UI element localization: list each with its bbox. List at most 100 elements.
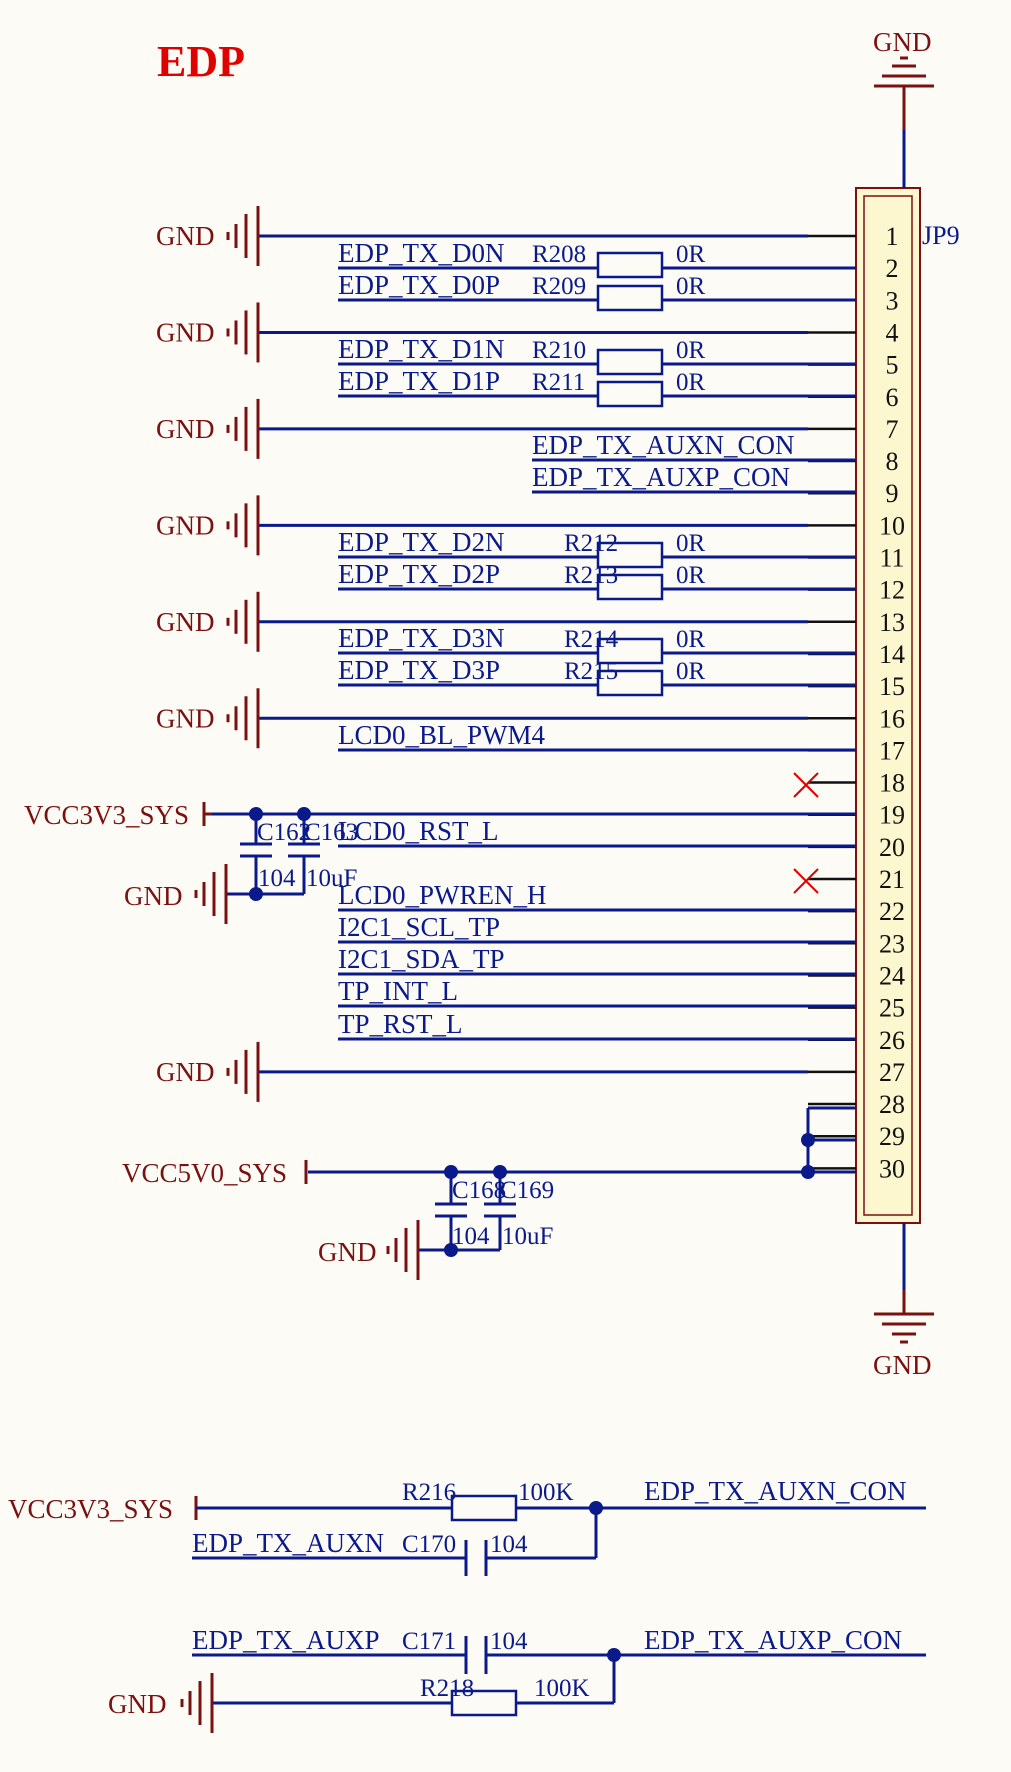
capacitor-ref: C163 <box>304 819 358 846</box>
net-label: EDP_TX_D2P <box>338 559 500 589</box>
net-label: EDP_TX_AUXP_CON <box>644 1625 902 1655</box>
junction <box>249 887 263 901</box>
gnd-symbol: GND <box>156 688 808 749</box>
connector-pin-number: 8 <box>886 447 899 476</box>
resistor-r218[interactable] <box>450 1689 518 1717</box>
junction <box>297 807 311 821</box>
gnd-label: GND <box>318 1237 377 1267</box>
capacitor-ref: C169 <box>500 1177 554 1204</box>
resistor-ref: R209 <box>532 273 586 300</box>
net-label: TP_RST_L <box>338 1009 463 1039</box>
net-label: EDP_TX_D1N <box>338 334 505 364</box>
no-connect-pin18 <box>793 772 819 798</box>
connector-pin-number: 30 <box>879 1154 905 1183</box>
resistor-r215[interactable] <box>596 669 664 697</box>
gnd-symbol <box>386 1220 420 1280</box>
junction <box>444 1243 458 1257</box>
net-label: EDP_TX_AUXP <box>192 1625 380 1655</box>
connector-pin-number: 19 <box>879 801 905 830</box>
capacitor-value: 10uF <box>306 865 357 892</box>
capacitor-c171[interactable] <box>460 1636 492 1674</box>
vcc3v3-label: VCC3V3_SYS <box>24 800 189 830</box>
resistor-r210[interactable] <box>596 348 664 376</box>
resistor-ref: R212 <box>564 530 618 557</box>
gnd-label: GND <box>156 510 215 540</box>
capacitor-value: 104 <box>490 1628 528 1655</box>
net-label: EDP_TX_D2N <box>338 527 505 557</box>
gnd-label: GND <box>124 881 183 911</box>
resistor-r208[interactable] <box>596 251 664 279</box>
net-label: TP_INT_L <box>338 976 458 1006</box>
resistor-r211[interactable] <box>596 380 664 408</box>
schematic-title: EDP <box>157 37 245 86</box>
gnd-label: GND <box>156 1057 215 1087</box>
connector-jp9[interactable]: 1234567891011121314151617181920212223242… <box>808 187 960 1224</box>
gnd-label: GND <box>156 607 215 637</box>
net-label: EDP_TX_D0P <box>338 270 500 300</box>
gnd-symbol: GND <box>156 398 808 459</box>
gnd-symbol: GND <box>156 1041 808 1102</box>
net-label: I2C1_SDA_TP <box>338 944 505 974</box>
connector-pin-number: 29 <box>879 1122 905 1151</box>
connector-pin-number: 6 <box>886 383 899 412</box>
capacitor-value: 104 <box>490 1531 528 1558</box>
connector-pin-number: 18 <box>879 769 905 798</box>
capacitor-c170[interactable] <box>460 1540 492 1576</box>
connector-pin-number: 22 <box>879 897 905 926</box>
resistor-value: 0R <box>676 273 706 300</box>
capacitor-ref: C168 <box>452 1177 506 1204</box>
net-label: I2C1_SCL_TP <box>338 912 500 942</box>
connector-pin-number: 20 <box>879 833 905 862</box>
gnd-label: GND <box>156 221 215 251</box>
capacitor-value: 104 <box>258 865 296 892</box>
net-label: EDP_TX_AUXN_CON <box>532 430 795 460</box>
resistor-r213[interactable] <box>596 573 664 601</box>
net-label: EDP_TX_AUXP_CON <box>532 462 790 492</box>
connector-pin-number: 9 <box>886 479 899 508</box>
connector-pin-number: 5 <box>886 351 899 380</box>
junction-pin29 <box>801 1133 815 1147</box>
connector-pin-number: 21 <box>879 865 905 894</box>
resistor-value: 0R <box>676 626 706 653</box>
net-label: EDP_TX_D1P <box>338 366 500 396</box>
resistor-ref: R216 <box>402 1479 456 1506</box>
resistor-r214[interactable] <box>596 637 664 665</box>
no-connect-pin21 <box>793 868 819 894</box>
connector-pin-number: 23 <box>879 929 905 958</box>
resistor-value: 0R <box>676 369 706 396</box>
junction <box>589 1501 603 1515</box>
resistor-value: 100K <box>534 1675 590 1702</box>
connector-pin-number: 3 <box>886 286 899 315</box>
vcc3v3-label-aux: VCC3V3_SYS <box>8 1494 173 1524</box>
vcc5v0-label: VCC5V0_SYS <box>122 1158 287 1188</box>
capacitor-ref: C171 <box>402 1628 456 1655</box>
net-label: LCD0_BL_PWM4 <box>338 720 546 750</box>
connector-pin-number: 27 <box>879 1058 905 1087</box>
resistor-r216[interactable] <box>450 1494 518 1522</box>
connector-pin-number: 16 <box>879 704 905 733</box>
resistor-value: 0R <box>676 241 706 268</box>
connector-pin-number: 24 <box>879 961 905 990</box>
gnd-symbol <box>180 1673 214 1733</box>
capacitor-ref: C170 <box>402 1531 456 1558</box>
connector-pin-number: 2 <box>886 254 899 283</box>
connector-pin-number: 25 <box>879 994 905 1023</box>
connector-ref: JP9 <box>922 221 960 250</box>
connector-pin-number: 13 <box>879 608 905 637</box>
gnd-symbol: GND <box>156 591 808 652</box>
junction <box>493 1165 507 1179</box>
resistor-r212[interactable] <box>596 541 664 569</box>
vcc3v3-rail <box>202 802 212 826</box>
net-label: LCD0_RST_L <box>338 816 499 846</box>
net-label: EDP_TX_D0N <box>338 238 505 268</box>
resistor-ref: R215 <box>564 658 618 685</box>
resistor-ref: R211 <box>532 369 585 396</box>
resistor-r209[interactable] <box>596 284 664 312</box>
connector-pin-number: 12 <box>879 576 905 605</box>
resistor-value: 0R <box>676 337 706 364</box>
net-label: EDP_TX_AUXN_CON <box>644 1476 907 1506</box>
connector-pin-number: 1 <box>886 222 899 251</box>
net-label: EDP_TX_D3N <box>338 623 505 653</box>
gnd-label: GND <box>156 414 215 444</box>
connector-pin-number: 17 <box>879 736 905 765</box>
